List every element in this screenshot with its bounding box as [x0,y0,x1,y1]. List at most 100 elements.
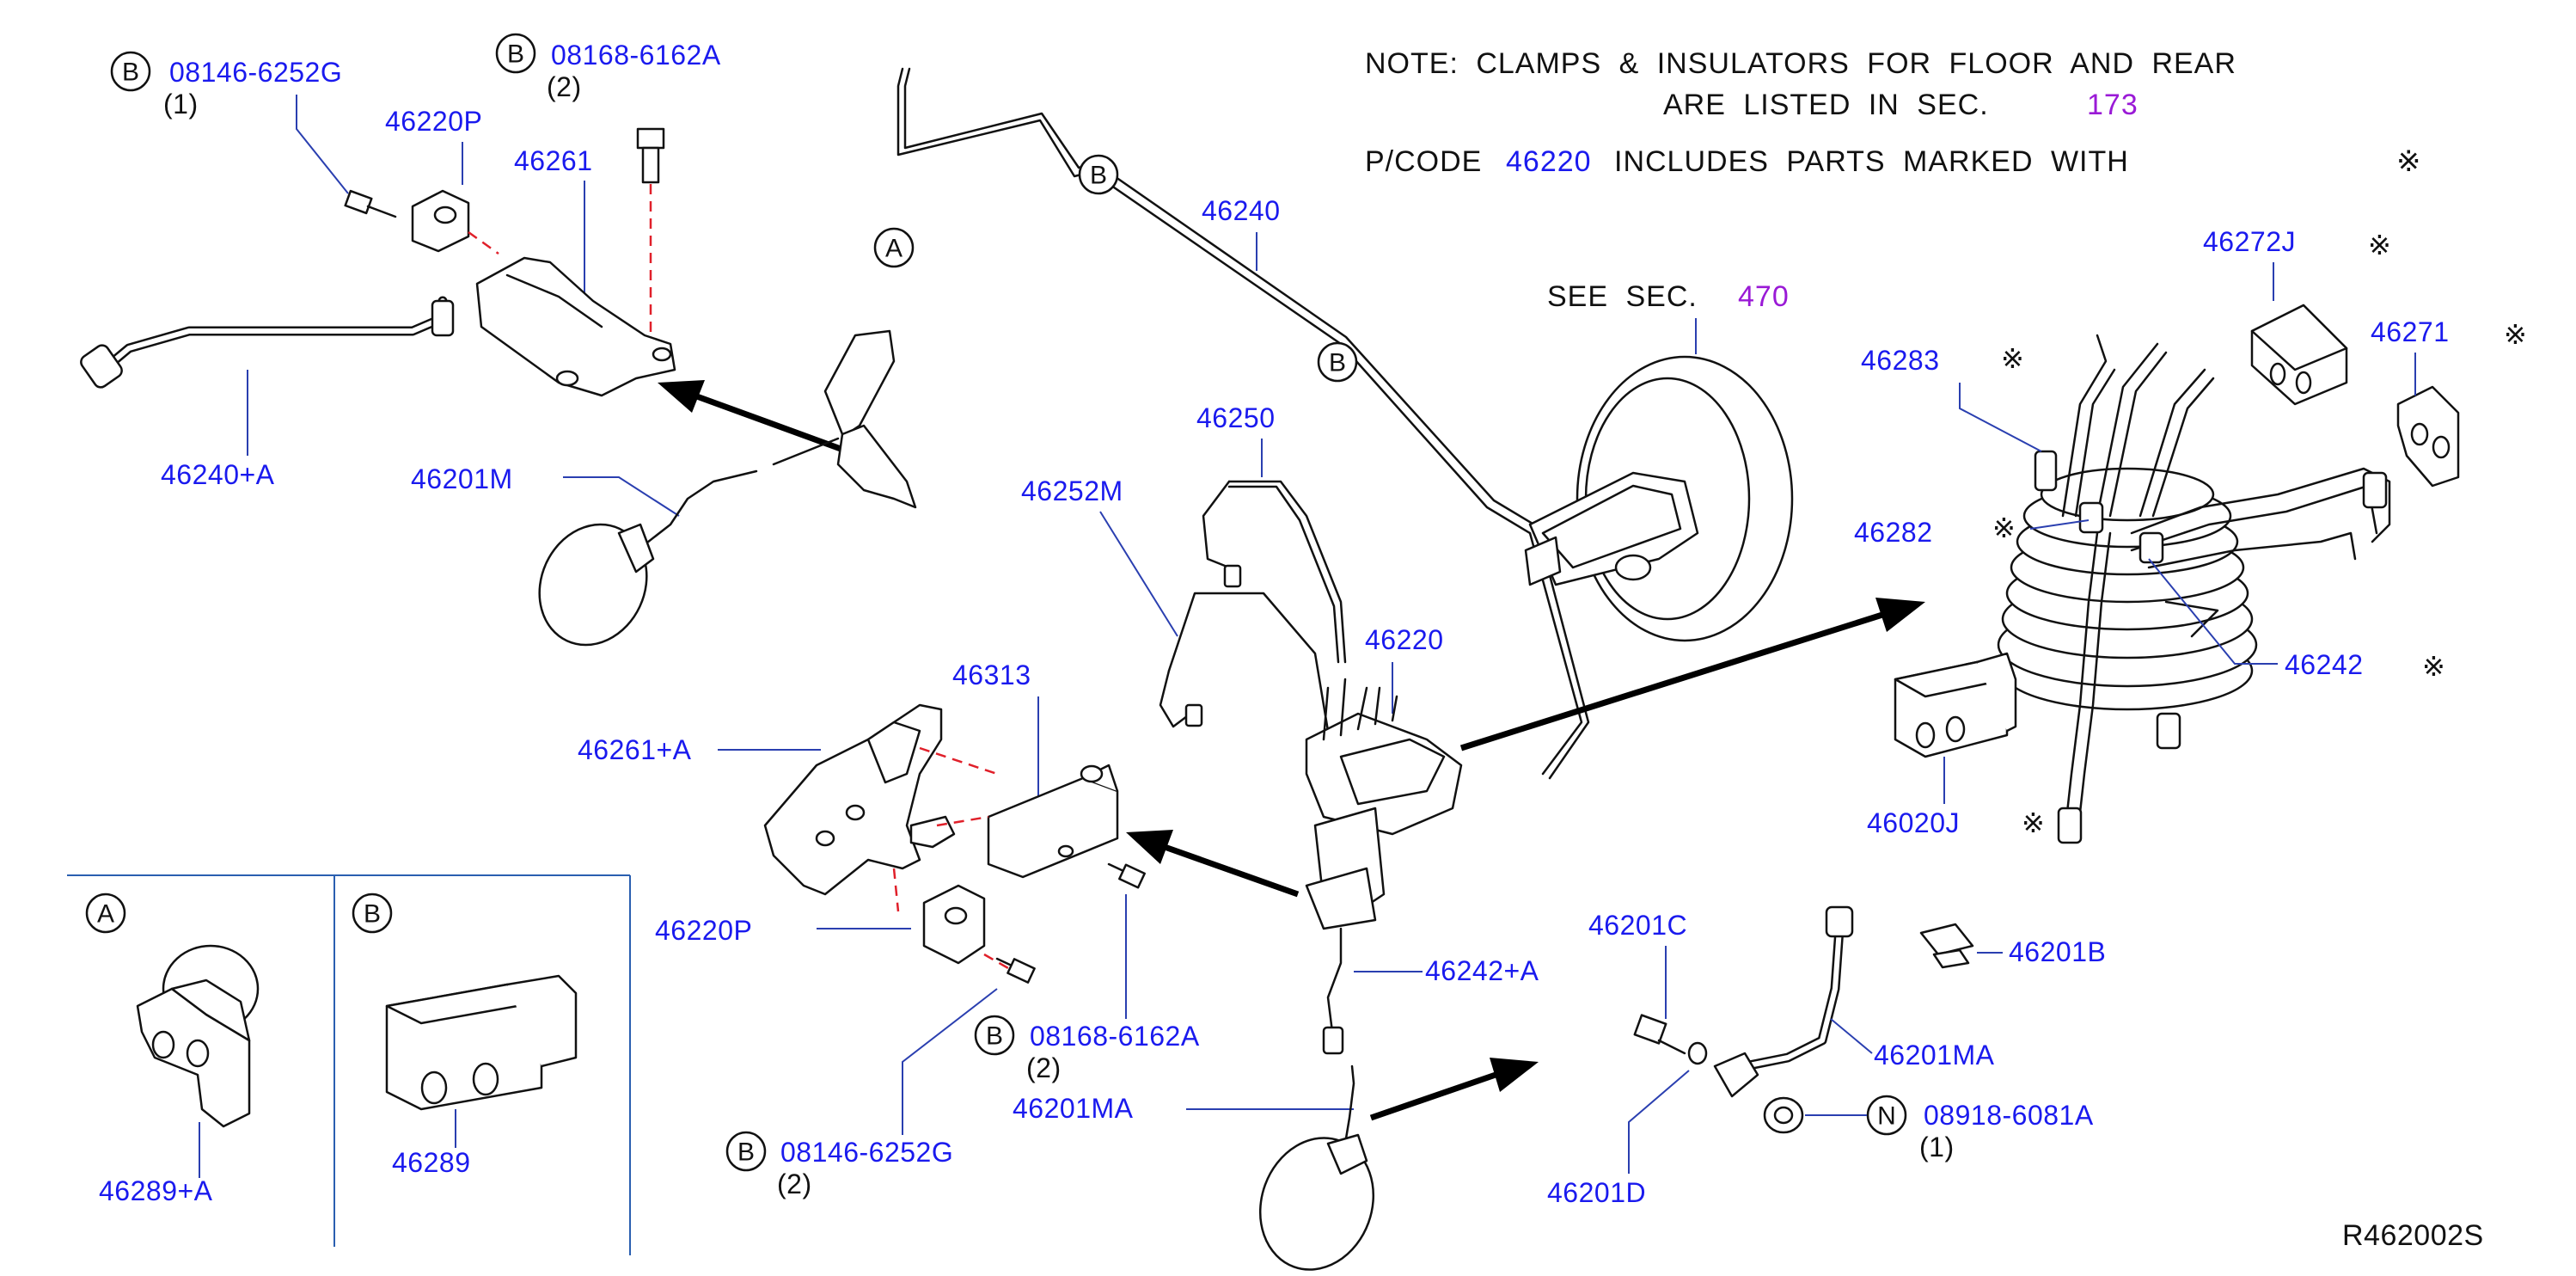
label-46289A: 46289+A [99,1175,213,1206]
a-circle-pipe [873,227,915,268]
b-circle-1 [110,51,151,92]
label-46261A: 46261+A [578,734,692,765]
label-46201B: 46201B [2009,936,2106,967]
note-line-2: ARE LISTED IN SEC. [1663,89,1989,121]
clip-46201B-icon [1919,923,1974,969]
main-brake-pipes: B B A 46240 [772,67,1590,780]
qty-08918-6081A: (1) [1919,1132,1955,1163]
note-line-1: NOTE: CLAMPS & INSULATORS FOR FLOOR AND … [1365,47,2236,80]
label-46242A: 46242+A [1425,955,1539,986]
detail-b-circle [352,893,393,934]
note-kome-mark: ※ [2396,145,2422,178]
label-46240A: 46240+A [161,459,275,490]
pipe-46240A-icon [80,296,455,389]
qty-08168-6162A-top: (2) [547,71,582,102]
kome-46242: ※ [2422,651,2445,682]
label-46201C: 46201C [1588,910,1687,941]
valve-46220-icon [1305,678,1463,1055]
label-08146-6252G-top: 08146-6252G [169,57,342,88]
kome-46271: ※ [2504,319,2527,350]
clip-46271-icon [2396,385,2460,488]
bolt-08168-mid-icon [1107,862,1146,889]
n-circle [1866,1095,1907,1136]
n-letter: N [1877,1102,1896,1131]
detail-boxes: A B 46289+A 46289 [67,874,631,1255]
qty-08168-6162A-mid: (2) [1026,1052,1062,1083]
note-pcode-46220: 46220 [1506,145,1592,178]
label-46020J: 46020J [1867,807,1960,838]
qty-08146-6252G-top: (1) [163,89,199,120]
label-46283: 46283 [1861,345,1939,376]
label-46250: 46250 [1196,402,1275,433]
b-circle-pipe-2 [1317,341,1358,383]
label-08146-6252G-bot: 08146-6252G [780,1137,953,1168]
detail-b-letter: B [364,900,381,929]
clamp-46220P-mid-icon [922,884,1015,973]
label-46242: 46242 [2285,649,2363,680]
brake-booster-icon [1524,318,1794,642]
block-46020J-icon [1894,652,2017,758]
b-letter-pipe-2: B [1329,349,1346,377]
note-line-3-cont: INCLUDES PARTS MARKED WITH [1614,145,2129,178]
arrow-to-top-bracket [658,380,861,459]
mid-left-bracket-group: 46313 46261+A 46220P [578,659,1200,1199]
see-sec-label: SEE SEC. [1547,280,1698,313]
label-08168-6162A-top: 08168-6162A [551,40,721,71]
clip-46272J-icon [2250,304,2348,406]
label-46252M: 46252M [1021,475,1123,506]
label-46272J: 46272J [2203,226,2296,257]
label-46201M: 46201M [411,463,513,494]
qty-08146-6252G-bot: (2) [777,1169,812,1199]
b-letter-2: B [507,40,524,69]
kome-46020J: ※ [2022,807,2045,838]
center-valve-assembly: 46250 46252M 46220 [1013,402,1925,1271]
arrow-to-junction-block [1459,598,1925,751]
label-46201MA-left: 46201MA [1013,1093,1134,1124]
b-letter-mid-1: B [986,1022,1003,1051]
lower-right-hose-kit: 46201C 46201D 46201MA 46201B N 0 [1547,905,2106,1208]
bolt-08146-icon [344,189,397,218]
label-46220: 46220 [1365,624,1443,655]
label-46201D: 46201D [1547,1177,1646,1208]
top-left-assembly: B 08146-6252G (1) B 08168-6162A (2) 4622… [80,33,861,647]
b-circle-2 [495,33,536,74]
notes-block: NOTE: CLAMPS & INSULATORS FOR FLOOR AND … [1365,47,2422,313]
label-46220P-mid: 46220P [655,915,752,946]
kome-46272J: ※ [2368,230,2391,261]
label-46289: 46289 [392,1147,470,1178]
label-46240: 46240 [1202,195,1280,226]
clamp-46220P-icon [411,189,499,255]
b-circle-mid-1 [974,1015,1015,1056]
brake-hose-46201M-icon [538,469,758,647]
label-08918-6081A: 08918-6081A [1924,1100,2094,1131]
bracket-46261-icon [475,256,676,397]
clamp-46313-icon [892,746,1119,912]
label-08168-6162A-mid: 08168-6162A [1030,1021,1200,1052]
bolt-08146-mid-icon [995,957,1036,984]
detail-a-circle [85,893,126,934]
brake-hose-46201MA-right-icon [1713,905,1854,1098]
arrow-to-hose-kit [1369,1058,1539,1121]
b-letter-pipe-1: B [1090,162,1107,190]
arrow-to-bracket-46313 [1126,830,1300,898]
detail-a-letter: A [97,900,114,929]
label-46220P-top: 46220P [385,106,482,137]
note-sec-173: 173 [2087,89,2139,121]
kome-46283: ※ [2001,343,2024,374]
bolt-46201C-icon [1633,1014,1686,1055]
block-46289-icon [385,974,578,1111]
kome-46282: ※ [1992,512,2016,543]
label-46313: 46313 [952,659,1031,690]
b-circle-pipe-1 [1078,154,1119,195]
clip-46289A-icon [136,944,260,1128]
a-letter-pipe: A [885,235,903,263]
brake-hose-46201MA-left-icon [1258,1064,1375,1271]
washer-46201D-icon [1687,1041,1708,1065]
see-sec-470: 470 [1738,280,1790,313]
right-junction-assembly: 46272J ※ 46271 ※ 46283 ※ 46282 ※ 46242 ※… [1854,226,2527,844]
label-46261: 46261 [514,145,592,176]
bracket-46261A-icon [763,703,956,896]
b-circle-mid-2 [725,1131,767,1172]
note-line-3: P/CODE [1365,145,1482,178]
